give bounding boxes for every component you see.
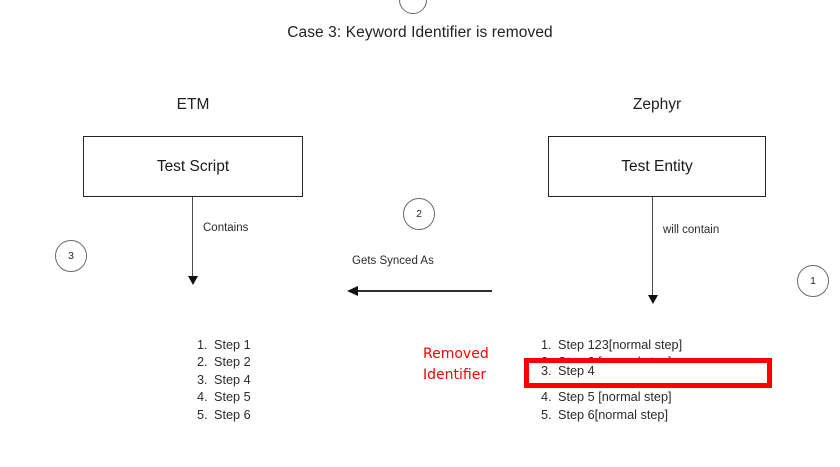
step-number: 3. [197, 372, 208, 387]
step-number: 5. [197, 407, 208, 422]
test-entity-box-label: Test Entity [621, 157, 693, 175]
step-text: Step 2 [214, 355, 251, 370]
will-contain-arrow-label: will contain [663, 224, 720, 236]
will-contain-arrow-line [652, 197, 654, 296]
page-title: Case 3: Keyword Identifier is removed [287, 24, 553, 41]
step-text: Step 4 [214, 372, 251, 387]
step-list-item: 4. Step 5 [normal step] [541, 389, 682, 406]
step-list-item: 5. Step 6[normal step] [541, 407, 682, 424]
gets-synced-as-label: Gets Synced As [352, 255, 434, 267]
removed-step-highlight-box [524, 358, 772, 388]
etm-column-heading: ETM [176, 96, 210, 113]
step-marker-3: 3 [55, 240, 87, 272]
step-list-item: 4. Step 5 [197, 389, 251, 406]
step-text: Step 1 [214, 338, 251, 352]
zephyr-column-heading: Zephyr [632, 96, 682, 113]
contains-arrow-label: Contains [203, 222, 249, 234]
step-number: 1. [197, 338, 208, 352]
test-script-box-label: Test Script [156, 157, 230, 175]
step-marker-2: 2 [403, 198, 435, 230]
highlighted-step-text: 3. Step 4 [541, 364, 595, 378]
contains-arrow-head-icon [187, 276, 198, 285]
step-list-item: 1. Step 1 [197, 337, 251, 354]
removed-identifier-line-1: Removed [423, 346, 489, 362]
step-text: Step 6[normal step] [558, 407, 669, 422]
step-number: 2. [197, 355, 208, 370]
step-marker-3-label: 3 [68, 250, 74, 262]
removed-identifier-line-2: Identifier [423, 367, 487, 383]
test-entity-box: Test Entity [548, 136, 766, 197]
top-partial-circle-marker [399, 0, 427, 14]
sync-arrow-head-icon [347, 285, 358, 296]
step-text: Step 123[normal step] [558, 338, 683, 352]
will-contain-arrow-head-icon [647, 295, 658, 304]
step-list-item: 5. Step 6 [197, 407, 251, 424]
step-number: 4. [197, 390, 208, 405]
step-list-item: 3. Step 4 [197, 372, 251, 389]
contains-arrow-line [192, 197, 194, 277]
step-text: Step 6 [214, 407, 251, 422]
step-number: 5. [541, 407, 552, 422]
step-list-item: 1. Step 123[normal step] [541, 337, 682, 354]
step-list-item: 2. Step 2 [197, 354, 251, 371]
step-number: 4. [541, 390, 552, 405]
step-text: Step 5 [normal step] [558, 390, 672, 405]
etm-step-list: 1. Step 1 2. Step 2 3. Step 4 4. Step 5 5. Step 6 [197, 337, 251, 424]
step-text: Step 5 [214, 390, 251, 405]
highlighted-step-label: Step 4 [558, 364, 595, 378]
sync-arrow-line [357, 290, 492, 292]
test-script-box: Test Script [83, 136, 303, 197]
step-marker-2-label: 2 [416, 208, 422, 220]
step-number: 1. [541, 338, 552, 352]
removed-identifier-annotation: Removed Identifier [423, 344, 489, 386]
step-marker-1-label: 1 [810, 275, 816, 287]
highlighted-step-number: 3. [541, 364, 552, 378]
step-marker-1: 1 [797, 265, 829, 297]
